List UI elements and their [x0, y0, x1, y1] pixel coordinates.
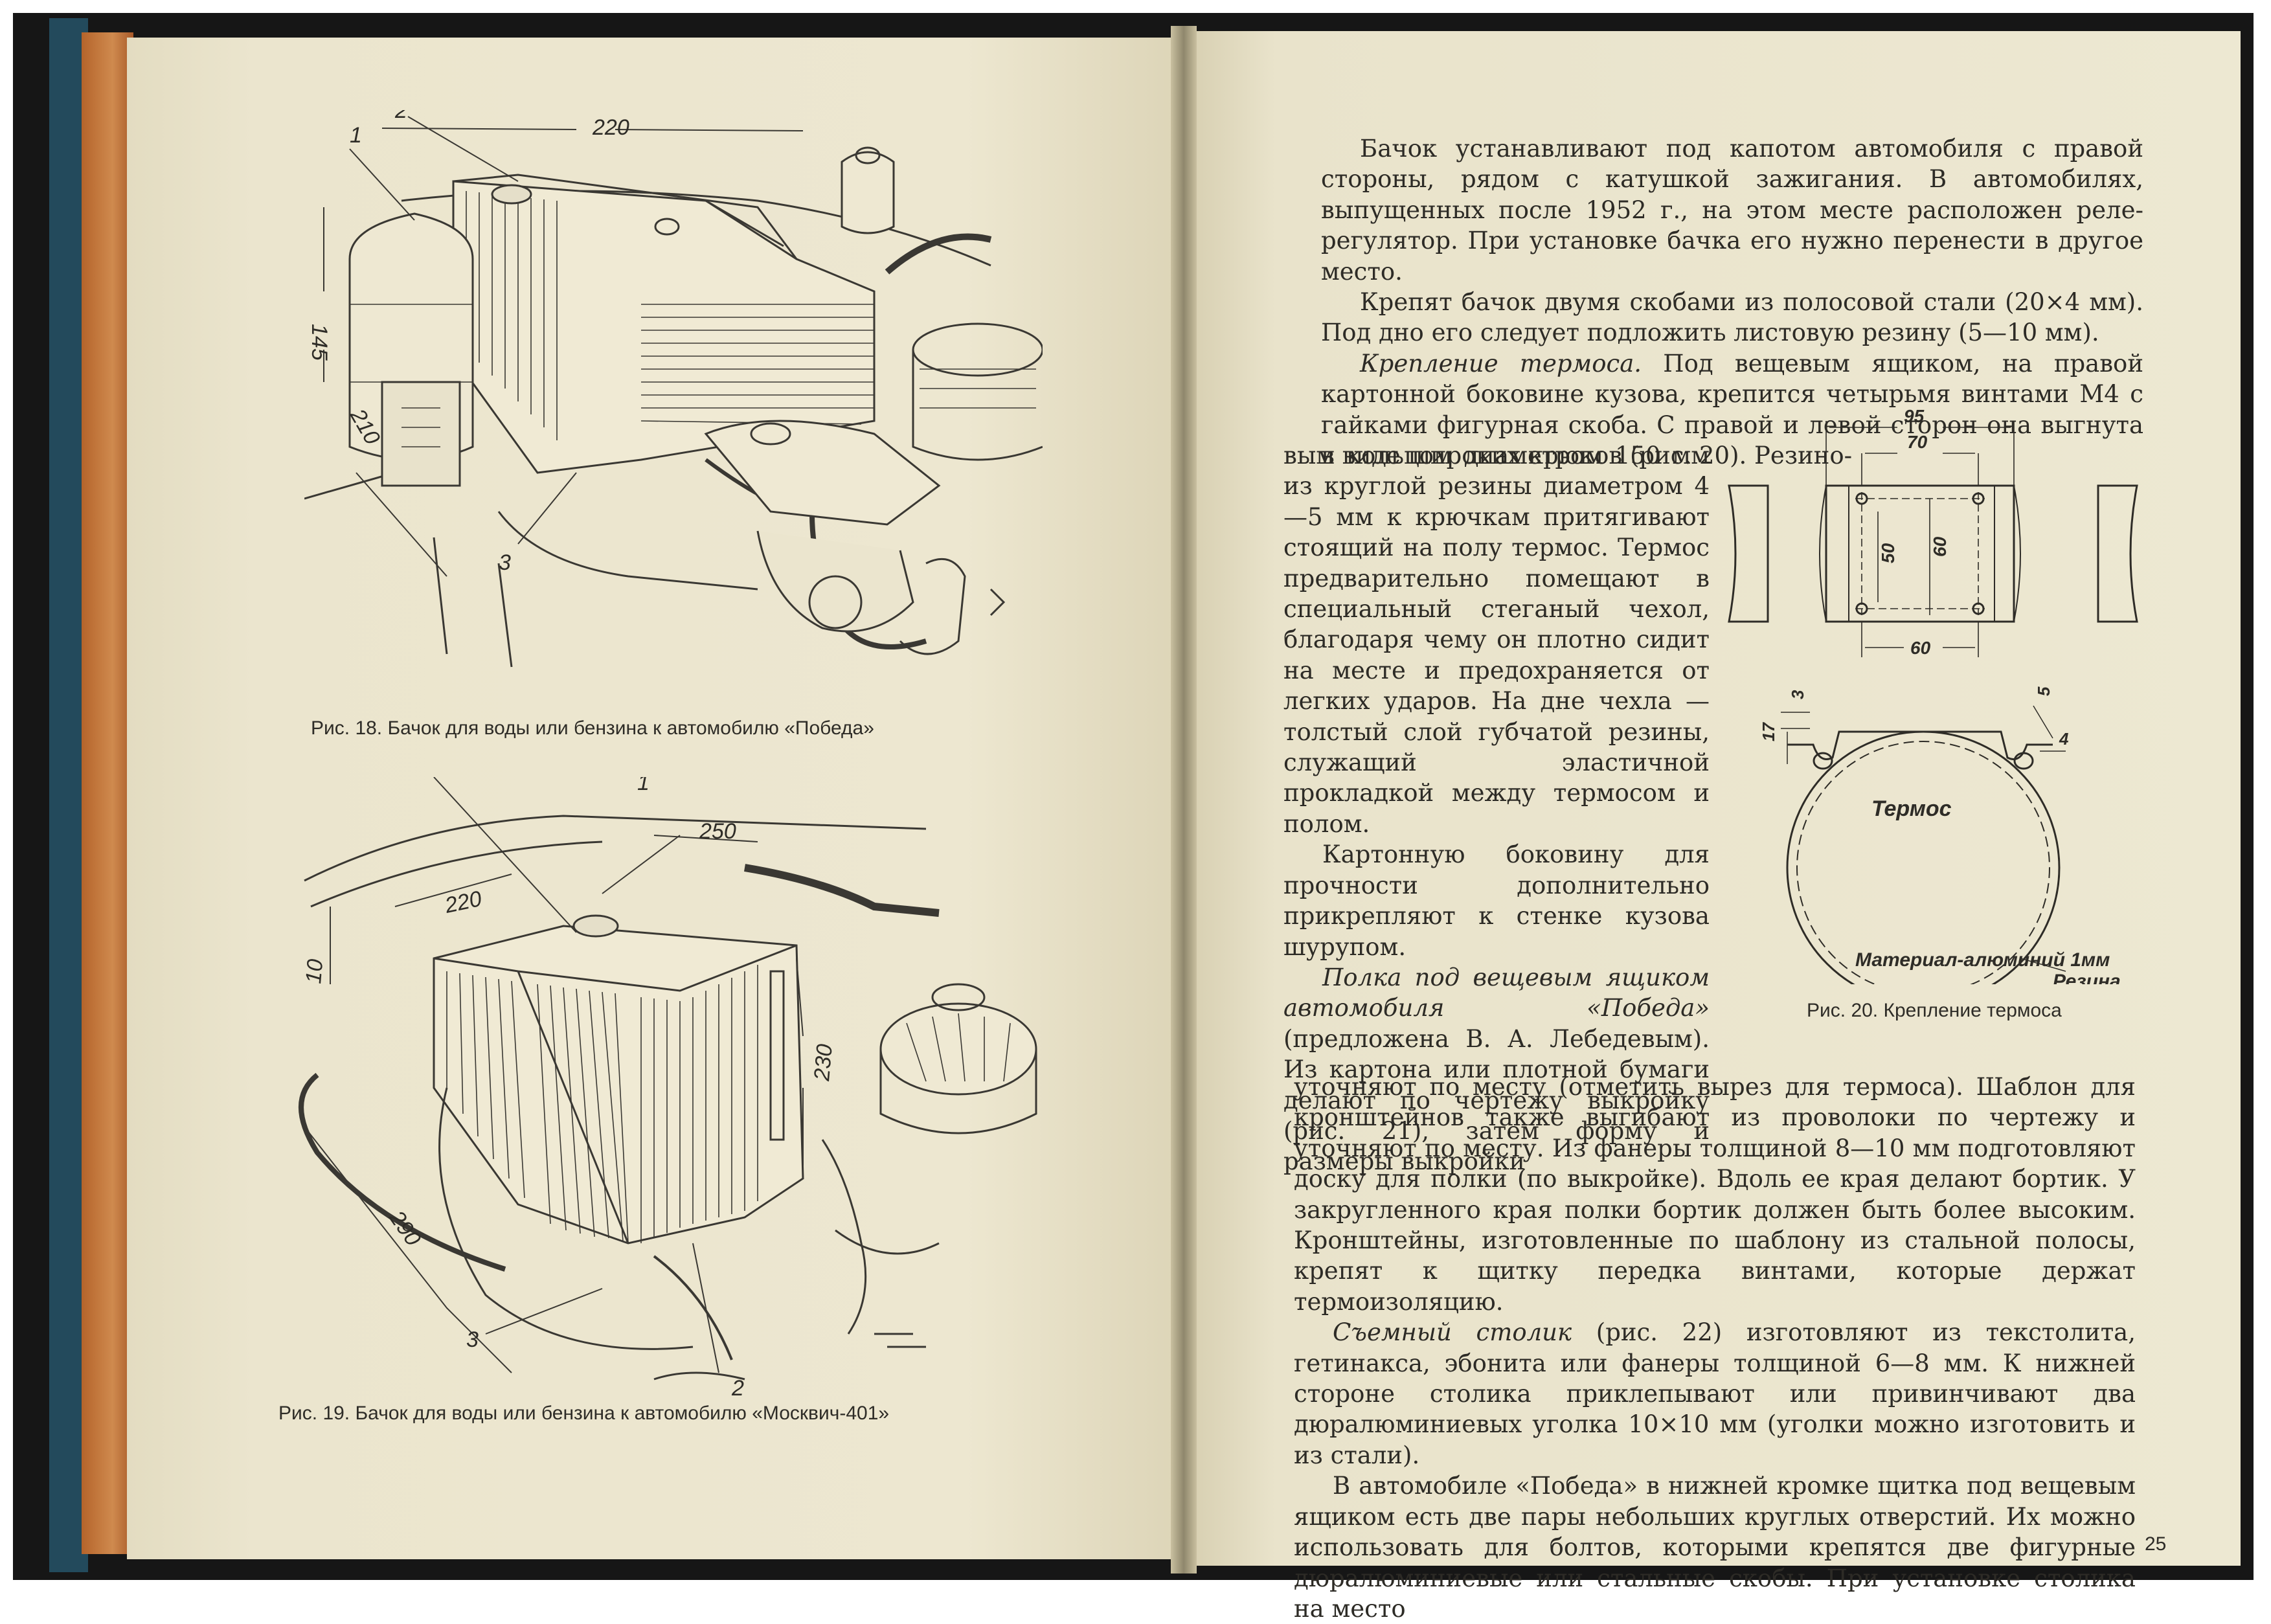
paragraph-5-text: (предложена В. А. Лебедевым). Из картона…	[1283, 1024, 1710, 1176]
paragraph-6: Съемный столик (рис. 22) изготовляют из …	[1294, 1317, 2136, 1471]
callout-2: 2	[731, 1376, 744, 1401]
dimension-230: 230	[809, 1043, 837, 1083]
figure-20-thermos-mount: 95 70 50 60 60 3 5 17 4 Термос Резина	[1716, 401, 2163, 984]
dimension-4: 4	[2059, 729, 2069, 749]
callout-2: 2	[394, 110, 407, 123]
dimension-60-vertical: 60	[1930, 536, 1950, 557]
dimension-145: 145	[307, 324, 332, 361]
callout-1: 1	[637, 777, 650, 795]
section-title-thermos: Крепление термоса.	[1360, 349, 1642, 378]
callout-1: 1	[350, 123, 362, 148]
right-page	[1192, 31, 2241, 1566]
paragraph-tank-placement: Бачок устанавливают под капотом автомоби…	[1321, 133, 2143, 471]
dimension-220: 220	[592, 115, 629, 140]
page-edges	[82, 32, 133, 1554]
paragraph-7: В автомобиле «Победа» в нижней кромке щи…	[1294, 1472, 2136, 1623]
dimension-250: 250	[699, 819, 736, 844]
figure-20-drawing: 95 70 50 60 60 3 5 17 4 Термос Резина	[1728, 406, 2138, 984]
paragraph-thermos-narrow: вым кольцом диаметром 150 мм из круглой …	[1283, 440, 1710, 1177]
dimension-290: 290	[384, 1206, 425, 1250]
paragraph-5-intro: Полка под вещевым ящиком автомобиля «Поб…	[1283, 962, 1710, 1177]
dimension-3: 3	[1788, 690, 1807, 699]
paragraph-3-continued: вым кольцом диаметром 150 мм из круглой …	[1283, 442, 1710, 838]
figure-18-drawing: 220 145 210 1 2 3	[304, 110, 1043, 668]
figure-18-tank-pobeda: 220 145 210 1 2 3	[304, 110, 1043, 680]
page-number: 25	[2145, 1533, 2167, 1555]
paragraph-3-text: Под вещевым ящиком, на правой картонной …	[1321, 349, 2143, 470]
section-title-table: Съемный столик	[1333, 1318, 1572, 1347]
paragraph-shelf-full: уточняют по месту (отметить вырез для те…	[1294, 1072, 2136, 1624]
figure-19-caption: Рис. 19. Бачок для воды или бензина к ав…	[278, 1403, 890, 1424]
dimension-95: 95	[1904, 406, 1925, 426]
paragraph-2: Крепят бачок двумя скобами из полосовой …	[1321, 288, 2143, 347]
figure-19-tank-moskvich: 250 220 10 230 290 1 2 3	[291, 777, 1056, 1405]
label-rubber: Резина	[2053, 971, 2121, 984]
paragraph-6-text: (рис. 22) изготовляют из текстолита, гет…	[1294, 1318, 2136, 1469]
paragraph-1: Бачок устанавливают под капотом автомоби…	[1321, 135, 2143, 286]
dimension-50: 50	[1878, 543, 1898, 563]
figure-19-drawing: 250 220 10 230 290 1 2 3	[299, 777, 1037, 1401]
label-thermos: Термос	[1871, 796, 1952, 821]
section-title-shelf: Полка под вещевым ящиком автомобиля «Поб…	[1283, 963, 1710, 1022]
dimension-70: 70	[1907, 432, 1928, 452]
figure-18-caption: Рис. 18. Бачок для воды или бензина к ав…	[311, 717, 874, 739]
figure-20-material-note: Материал-алюминий 1мм	[1855, 949, 2110, 971]
callout-3: 3	[499, 550, 511, 575]
figure-20-caption: Рис. 20. Крепление термоса	[1807, 1000, 2062, 1021]
dimension-17: 17	[1759, 722, 1778, 741]
paragraph-5-continued: уточняют по месту (отметить вырез для те…	[1294, 1073, 2136, 1316]
book-gutter	[1171, 26, 1197, 1573]
dimension-5: 5	[2034, 686, 2053, 696]
callout-3: 3	[466, 1327, 479, 1352]
dimension-60-horizontal: 60	[1910, 638, 1931, 658]
paragraph-4: Картонную боковину для прочности дополни…	[1283, 840, 1710, 961]
dimension-10: 10	[301, 958, 328, 985]
paragraph-3-intro: Крепление термоса. Под вещевым ящиком, н…	[1321, 348, 2143, 471]
